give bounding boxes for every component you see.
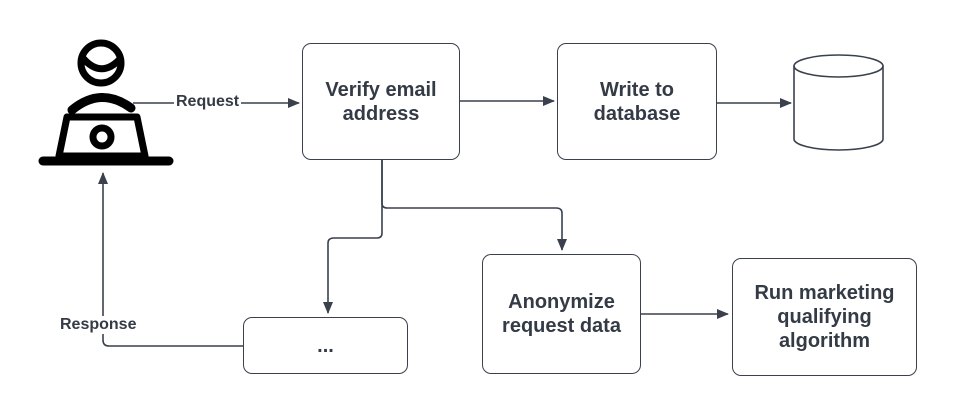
edge-verify-to-placeholder[interactable] <box>323 160 383 314</box>
edge-label-request[interactable]: Request <box>174 93 242 111</box>
person-at-laptop-icon[interactable] <box>38 39 174 166</box>
node-write-to-database[interactable]: Write to database <box>557 43 717 160</box>
database-cylinder-icon[interactable] <box>793 54 884 151</box>
edge-response[interactable] <box>98 172 243 347</box>
edge-verify-to-anonymize[interactable] <box>381 160 567 251</box>
node-placeholder-ellipsis[interactable]: ... <box>243 317 408 374</box>
edge-label-response[interactable]: Response <box>58 316 139 334</box>
node-run-marketing-qualifying-algorithm[interactable]: Run marketing qualifying algorithm <box>732 258 917 376</box>
node-verify-email-address[interactable]: Verify email address <box>302 43 460 160</box>
node-anonymize-request-data[interactable]: Anonymize request data <box>482 254 641 374</box>
